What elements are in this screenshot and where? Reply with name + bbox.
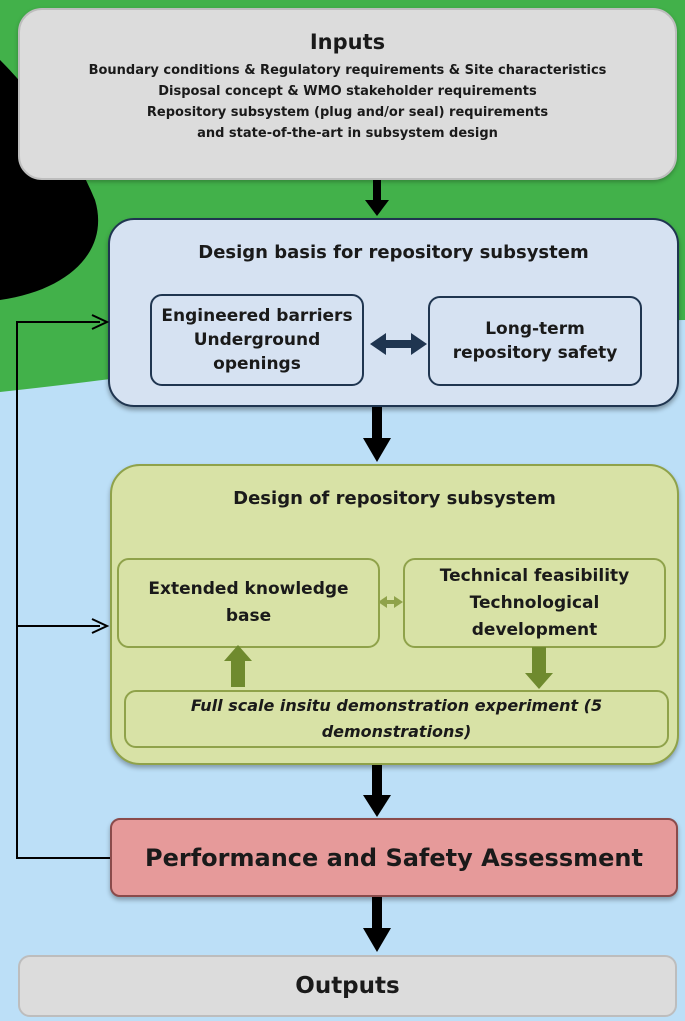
engineered-barriers-line: Engineered barriers bbox=[161, 306, 353, 326]
inputs-line: Boundary conditions & Regulatory require… bbox=[88, 63, 607, 78]
design-basis-title: Design basis for repository subsystem bbox=[198, 242, 589, 263]
long-term-safety-box: Long-term repository safety bbox=[428, 296, 642, 386]
design-subsystem-box: Design of repository subsystem Extended … bbox=[110, 464, 679, 765]
performance-assessment-label: Performance and Safety Assessment bbox=[145, 843, 643, 872]
inputs-line: Disposal concept & WMO stakeholder requi… bbox=[158, 84, 537, 99]
inputs-line: Repository subsystem (plug and/or seal) … bbox=[146, 105, 549, 120]
engineered-barriers-line: openings bbox=[213, 354, 301, 374]
technical-feasibility-box: Technical feasibility Technological deve… bbox=[403, 558, 666, 648]
inputs-title: Inputs bbox=[309, 30, 386, 54]
long-term-safety-line: repository safety bbox=[452, 343, 618, 363]
demonstration-box: Full scale insitu demonstration experime… bbox=[124, 690, 669, 748]
extended-knowledge-line: Extended knowledge bbox=[148, 579, 349, 599]
engineered-barriers-box: Engineered barriers Underground openings bbox=[150, 294, 364, 386]
inputs-line: and state-of-the-art in subsystem design bbox=[197, 126, 498, 141]
inputs-lines: Boundary conditions & Regulatory require… bbox=[20, 60, 675, 144]
long-term-safety-line: Long-term bbox=[485, 319, 585, 339]
design-basis-box: Design basis for repository subsystem En… bbox=[108, 218, 679, 407]
outputs-label: Outputs bbox=[295, 973, 400, 999]
outputs-box: Outputs bbox=[18, 955, 677, 1017]
technical-feasibility-line: Technical feasibility bbox=[439, 565, 630, 586]
demonstration-line: demonstrations) bbox=[321, 722, 472, 741]
extended-knowledge-box: Extended knowledge base bbox=[117, 558, 380, 648]
technical-feasibility-line: development bbox=[471, 619, 598, 640]
technical-feasibility-line: Technological bbox=[469, 592, 600, 613]
engineered-barriers-line: Underground bbox=[193, 330, 321, 350]
demonstration-line: Full scale insitu demonstration experime… bbox=[190, 696, 603, 715]
design-subsystem-title: Design of repository subsystem bbox=[233, 488, 556, 509]
inputs-box: Inputs Boundary conditions & Regulatory … bbox=[18, 8, 677, 180]
extended-knowledge-line: base bbox=[225, 606, 272, 626]
performance-assessment-box: Performance and Safety Assessment bbox=[110, 818, 678, 897]
